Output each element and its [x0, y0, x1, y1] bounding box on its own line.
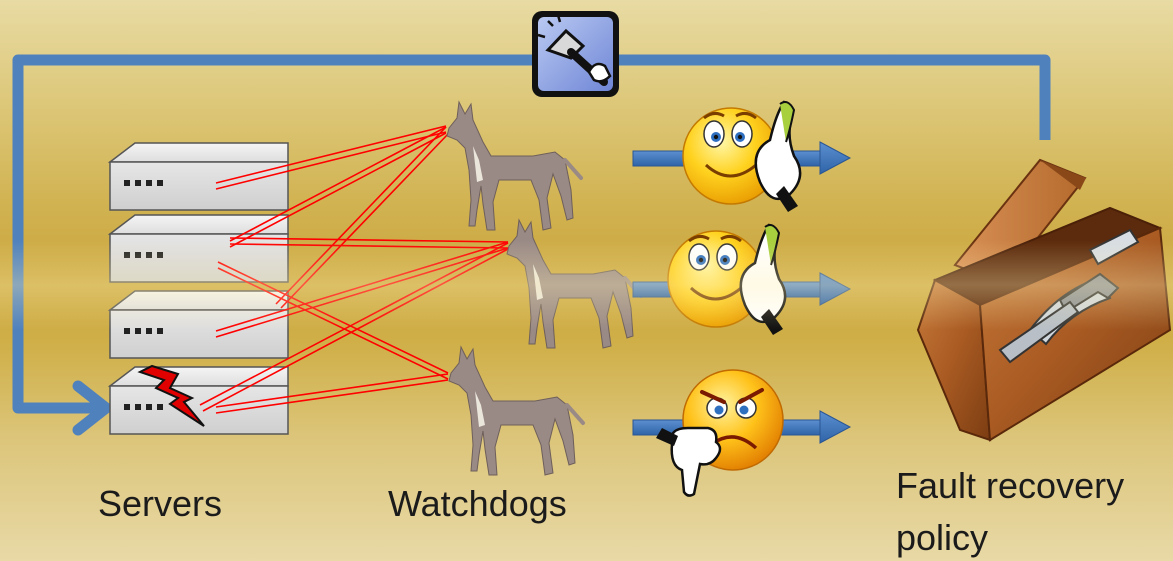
- link-s4-d2: [199, 242, 509, 412]
- watch-connections: [199, 125, 509, 414]
- smiley-thumbs-up-icon: [667, 223, 787, 335]
- link-s2-d1: [229, 126, 447, 248]
- lightning-icon: [137, 364, 205, 427]
- link-s3-d2: [215, 241, 509, 338]
- hammer-icon: [532, 11, 619, 97]
- feedback-arrow: [12, 54, 1051, 436]
- dog-icon: [506, 218, 643, 349]
- smiley-thumbs-up-icon: [682, 100, 802, 212]
- link-s4-d3: [215, 373, 449, 414]
- server-1: [107, 142, 289, 211]
- link-s1-d1: [215, 125, 447, 190]
- toolbox-icon: [916, 158, 1172, 442]
- link-s2-d2: [229, 237, 509, 249]
- dog-icon: [448, 345, 585, 476]
- dog-icon: [446, 100, 583, 231]
- servers-label: Servers: [98, 483, 223, 524]
- watchdogs-label: Watchdogs: [388, 483, 567, 524]
- server-rack: [107, 142, 289, 435]
- server-2: [107, 214, 289, 283]
- link-s2-d3: [217, 261, 449, 380]
- fault-recovery-policy-label: Fault recovery policy: [896, 465, 1125, 558]
- server-3: [107, 290, 289, 359]
- angry-thumbs-down-icon: [656, 369, 784, 497]
- link-s3-d1: [275, 126, 450, 309]
